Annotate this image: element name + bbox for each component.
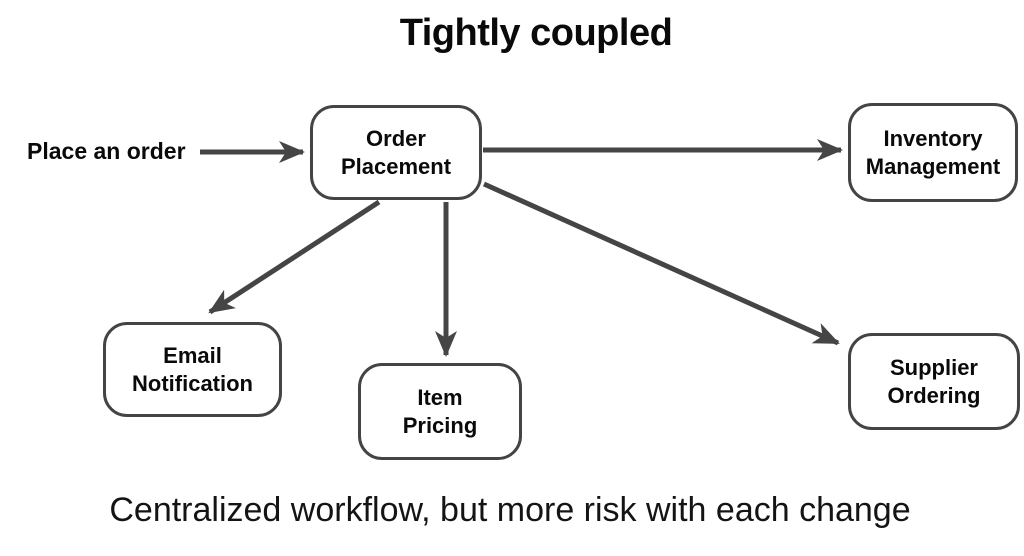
arrow-order-placement-to-supplier-ordering [482, 181, 840, 346]
node-email-notification: Email Notification [103, 322, 282, 417]
node-order-placement-label: Order Placement [340, 126, 452, 179]
place-an-order-label: Place an order [27, 138, 186, 164]
diagram-caption: Centralized workflow, but more risk with… [109, 491, 911, 529]
diagram-title: Tightly coupled [399, 12, 673, 54]
node-item-pricing-label: Item Pricing [402, 385, 478, 438]
node-item-pricing: Item Pricing [358, 363, 522, 460]
node-email-notification-label: Email Notification [132, 343, 253, 396]
node-inventory-management-label: Inventory Management [865, 126, 1001, 179]
node-supplier-ordering: Supplier Ordering [848, 333, 1020, 430]
arrow-order-placement-to-email-notification [208, 199, 381, 315]
node-inventory-management: Inventory Management [848, 103, 1018, 202]
node-order-placement: Order Placement [310, 105, 482, 200]
node-supplier-ordering-label: Supplier Ordering [887, 355, 981, 408]
